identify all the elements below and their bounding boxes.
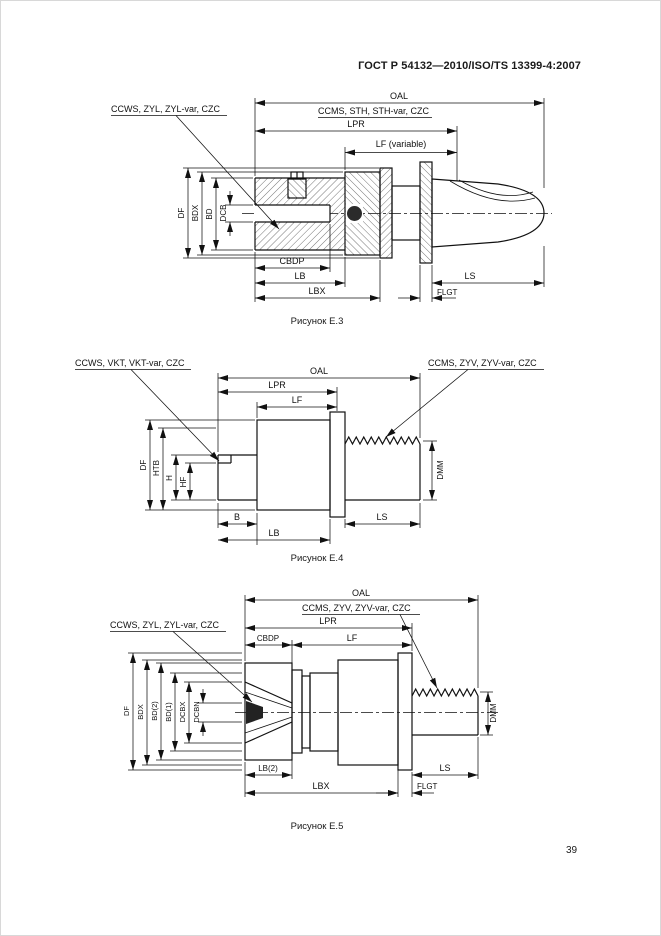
leader-line — [385, 369, 469, 438]
designation-labels-e5: CCWS, ZYL, ZYL-var, CZC CCMS, ZYV, ZYV-v… — [110, 603, 438, 703]
figure-e4-drawing: CCWS, VKT, VKT-var, CZC CCMS, ZYV, ZYV-v… — [75, 358, 544, 545]
designation-labels-e4: CCWS, VKT, VKT-var, CZC CCMS, ZYV, ZYV-v… — [75, 358, 544, 462]
dimension-dmm-e4: DMM — [423, 440, 445, 501]
dim-label-lpr: LPR — [319, 616, 337, 626]
dim-label-flgt: FLGT — [437, 288, 458, 297]
tool-body-e5 — [244, 652, 479, 771]
dim-label-htb: HTB — [152, 460, 161, 476]
clamp-ball — [347, 206, 362, 221]
dim-label-dmm: DMM — [436, 460, 445, 479]
shank-curve-2 — [458, 179, 534, 196]
dimensions-top-e4: OAL LPR LF — [217, 366, 421, 452]
dim-label-lb: LB — [268, 528, 279, 538]
dimensions-left-e4: DF HTB H HF — [139, 419, 255, 511]
dim-label-lb: LB — [294, 271, 305, 281]
dim-label-dcbn: DCBN — [192, 701, 201, 722]
dimensions-bottom-e4: B LB LS — [217, 503, 421, 545]
dimensions-left-e3: DF BDX BD DCB — [177, 167, 379, 259]
dim-label-df: DF — [122, 706, 131, 716]
page-number: 39 — [566, 845, 578, 856]
dim-label-lf: LF — [347, 633, 358, 643]
thread-zigzag-e5 — [411, 687, 479, 698]
dim-label-h: H — [165, 475, 174, 481]
clamped-item — [246, 701, 263, 724]
dim-label-ls: LS — [376, 512, 387, 522]
dimensions-left-e5: DF BDX BD(2) BD(1) DCBX DCBN — [122, 652, 242, 771]
machine-side-designation: CCMS, ZYV, ZYV-var, CZC — [428, 358, 537, 368]
dim-label-df: DF — [139, 460, 148, 471]
machine-side-connection — [379, 161, 545, 264]
dimensions-top-e5: OAL LPR CBDP LF — [244, 588, 479, 688]
dim-label-bd1: BD(1) — [164, 702, 173, 722]
leader-line — [172, 631, 253, 703]
figure-e3-drawing: CCWS, ZYL, ZYL-var, CZC CCMS, STH, STH-v… — [111, 91, 552, 302]
dim-label-lpr: LPR — [268, 380, 286, 390]
dim-label-bd2: BD(2) — [150, 701, 159, 721]
dim-label-bd: BD — [205, 208, 214, 219]
dim-label-oal: OAL — [310, 366, 328, 376]
figure-caption-e3: Рисунок Е.3 — [290, 316, 344, 327]
dim-label-oal: OAL — [352, 588, 370, 598]
tool-body-e4 — [217, 411, 421, 518]
dim-label-lpr: LPR — [347, 119, 365, 129]
dim-label-lbx: LBX — [308, 286, 325, 296]
dim-label-bdx: BDX — [191, 204, 200, 221]
thread-zigzag-e4 — [344, 435, 421, 446]
dim-label-bdx: BDX — [136, 704, 145, 719]
dim-label-ls: LS — [439, 763, 450, 773]
dim-label-df: DF — [177, 208, 186, 219]
dimensions-bottom-e3: CBDP LB LBX LS FLGT — [254, 224, 545, 302]
clamp-block-section — [344, 171, 381, 256]
dim-label-b: B — [234, 512, 240, 522]
leader-line — [399, 614, 438, 689]
shank-outline — [431, 178, 545, 248]
dim-label-hf: HF — [179, 477, 188, 488]
workpiece-side-designation: CCWS, VKT, VKT-var, CZC — [75, 358, 185, 368]
dimensions-bottom-e5: LB(2) LS LBX FLGT — [244, 737, 479, 797]
workpiece-side-designation: CCWS, ZYL, ZYL-var, CZC — [111, 104, 221, 114]
standard-header: ГОСТ Р 54132—2010/ISO/TS 13399-4:2007 — [358, 60, 581, 72]
flange-e5 — [397, 652, 413, 771]
dim-label-lbx: LBX — [312, 781, 329, 791]
shank-curve-1 — [449, 180, 536, 202]
dimension-dmm-e5: DMM — [480, 691, 498, 736]
figure-e5-drawing: CCWS, ZYL, ZYL-var, CZC CCMS, ZYV, ZYV-v… — [110, 588, 498, 797]
dim-label-dmm: DMM — [489, 703, 498, 722]
dimensions-top-e3: OAL LPR LF (variable) — [254, 91, 545, 188]
dim-label-oal: OAL — [390, 91, 408, 101]
dim-label-lf: LF (variable) — [376, 139, 427, 149]
machine-side-designation: CCMS, STH, STH-var, CZC — [318, 106, 430, 116]
workpiece-side-designation: CCWS, ZYL, ZYL-var, CZC — [110, 620, 220, 630]
set-screw-section — [287, 171, 307, 199]
machine-side-designation: CCMS, ZYV, ZYV-var, CZC — [302, 603, 411, 613]
figure-caption-e5: Рисунок Е.5 — [290, 821, 344, 832]
dim-label-ls: LS — [464, 271, 475, 281]
dim-label-dcbx: DCBX — [178, 702, 187, 723]
flange-e4 — [329, 411, 346, 518]
leader-line — [130, 369, 220, 462]
dim-label-dcb: DCB — [219, 205, 228, 222]
dim-label-lf: LF — [292, 395, 303, 405]
dim-label-cbdp: CBDP — [257, 634, 279, 643]
dim-label-lb2: LB(2) — [258, 764, 278, 773]
dim-label-flgt: FLGT — [417, 782, 438, 791]
figure-caption-e4: Рисунок Е.4 — [290, 553, 344, 564]
dim-label-cbdp: CBDP — [279, 256, 304, 266]
